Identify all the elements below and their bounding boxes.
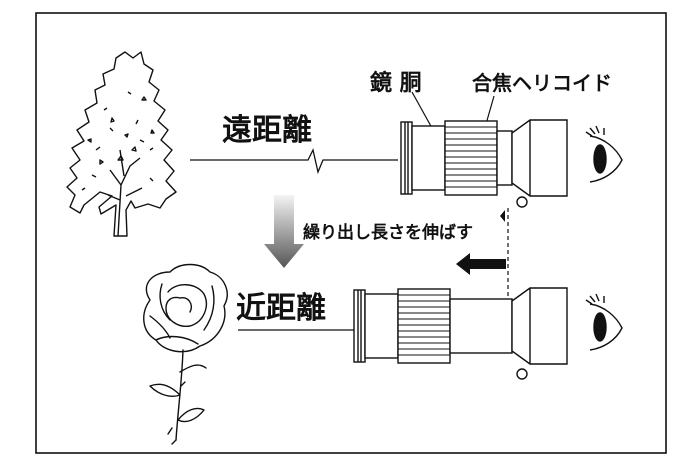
position-marker-icon: [500, 210, 505, 222]
rose-icon: [143, 263, 228, 445]
tree-icon: [66, 51, 177, 237]
extend-length-label: 繰り出し長さを伸ばす: [303, 222, 473, 243]
barrel-leader-line: [411, 91, 433, 129]
monocular-near: [353, 287, 568, 380]
left-arrow-icon: [456, 253, 506, 275]
eye-icon: [585, 125, 623, 183]
near-distance-label: 近距離: [236, 291, 326, 326]
diagram-frame: [35, 12, 667, 454]
eye-icon: [585, 293, 623, 351]
far-distance-label: 遠距離: [222, 113, 312, 148]
focus-helicoid-label: 合焦ヘリコイド: [472, 71, 612, 95]
far-distance-line: [190, 148, 398, 175]
monocular-far: [400, 119, 568, 208]
down-arrow-icon: [264, 195, 304, 268]
barrel-label: 鏡 胴: [370, 70, 422, 96]
helicoid-leader-line: [485, 95, 495, 125]
